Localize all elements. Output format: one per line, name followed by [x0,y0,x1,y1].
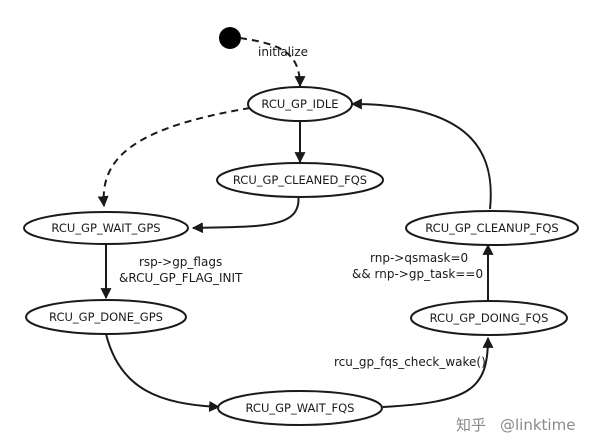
edge-label-initialize: initialize [258,45,308,59]
state-rcu-gp-idle: RCU_GP_IDLE [247,86,353,122]
state-rcu-gp-cleanup-fqs: RCU_GP_CLEANUP_FQS [405,210,579,246]
state-label: RCU_GP_CLEANUP_FQS [425,221,558,235]
edge-done-gps-to-wait-fqs [105,333,221,412]
state-rcu-gp-doing-fqs: RCU_GP_DOING_FQS [410,300,568,336]
edge-initialize [239,37,306,88]
watermark-logo: 知乎 [456,416,486,434]
state-rcu-gp-wait-fqs: RCU_GP_WAIT_FQS [217,390,383,426]
state-label: RCU_GP_CLEANED_FQS [233,173,367,187]
edge-label-check-wake: rcu_gp_fqs_check_wake() [334,355,486,369]
edge-idle-to-wait-gps [97,107,251,208]
watermark: 知乎 @linktime [456,416,575,434]
edge-label-gp-flags-line1: rsp->gp_flags [139,255,222,269]
edge-label-qsmask-line2: && rnp->gp_task==0 [352,267,483,281]
state-label: RCU_GP_DONE_GPS [49,310,163,324]
state-label: RCU_GP_IDLE [261,97,338,111]
state-rcu-gp-done-gps: RCU_GP_DONE_GPS [25,299,187,335]
state-label: RCU_GP_WAIT_FQS [246,401,355,415]
state-label: RCU_GP_WAIT_GPS [51,221,160,235]
edge-cleaned-fqs-to-wait-gps [191,192,300,234]
initial-state-dot [219,27,241,49]
edge-cleanup-fqs-to-idle [350,98,492,210]
watermark-handle: @linktime [500,416,575,434]
edge-label-qsmask-line1: rnp->qsmask=0 [370,251,468,265]
edge-wait-fqs-to-doing-fqs [382,336,494,408]
state-rcu-gp-cleaned-fqs: RCU_GP_CLEANED_FQS [216,162,384,198]
state-label: RCU_GP_DOING_FQS [430,311,549,325]
state-rcu-gp-wait-gps: RCU_GP_WAIT_GPS [23,211,189,245]
edge-label-gp-flags-line2: &RCU_GP_FLAG_INIT [119,271,243,285]
